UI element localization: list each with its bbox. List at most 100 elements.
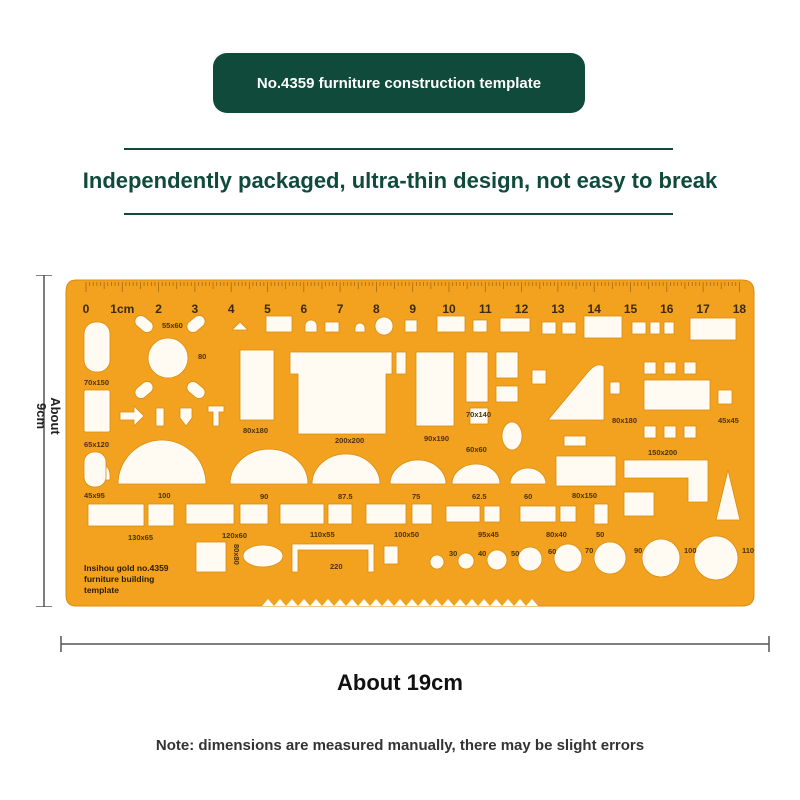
brand-line: template [84,585,119,595]
shape-label: 70x140 [466,410,491,419]
cutout-rect [195,541,227,573]
shape-label: 95x45 [478,530,499,539]
cutout-circle [429,554,445,570]
cutout-rect [179,407,193,427]
ruler-number: 15 [624,302,638,316]
ruler-number: 1cm [110,302,134,316]
cutout-rect [465,351,489,403]
cutout-rect [559,505,577,523]
cutout-rect [609,381,621,395]
width-label: About 19cm [337,670,463,695]
shape-label: 60 [548,547,556,556]
ruler-number: 2 [155,302,162,316]
cutout-rect [483,505,501,523]
cutout-rect [683,425,697,439]
cutout-circle [486,549,508,571]
headline: Independently packaged, ultra-thin desig… [82,168,718,193]
height-dimension-line [36,275,52,607]
cutout-rect [265,315,293,333]
shape-label: 60 [524,492,532,501]
cutout-semicircle [509,467,547,485]
ruler-number: 8 [373,302,380,316]
shape-label: 90 [260,492,268,501]
ruler-number: 4 [228,302,235,316]
cutout-rect [583,315,623,339]
ruler-number: 9 [409,302,416,316]
cutout-rect [155,407,165,427]
title-banner: No.4359 furniture construction template [213,53,585,113]
shape-label: 30 [449,549,457,558]
cutout-rect [324,321,340,333]
ruler-number: 13 [551,302,565,316]
shape-label: 45x45 [718,416,739,425]
cutout-circle [693,535,739,581]
cutout-rect [469,407,489,425]
cutout-rect [239,503,269,525]
cutout-rect [717,389,733,405]
cutout-rect [663,321,675,335]
shape-label: 90 [634,546,642,555]
cutout-bed [239,349,275,421]
cutout-rect [185,503,235,525]
cutout-rect [279,503,325,525]
cutout-rect [663,361,677,375]
shape-label: 130x65 [128,533,153,542]
cutout-circle [457,552,475,570]
cutout-bracket [291,543,375,573]
shape-label: 87.5 [338,492,353,501]
cutout-semicircle [117,439,207,485]
cutout-arrowhead [715,469,741,521]
cutout-rect [472,319,488,333]
cutout-circle [374,316,394,336]
cutout-corner [623,459,709,503]
cutout-rect [436,315,466,333]
shape-label: 120x60 [222,531,247,540]
shape-label: 100 [158,491,171,500]
cutout-rect [683,361,697,375]
ruler-number: 14 [588,302,602,316]
shape-label: 80x80 [232,544,241,565]
disclaimer-note: Note: dimensions are measured manually, … [155,737,645,754]
cutout-circle [641,538,681,578]
cutout-rect [404,319,418,333]
cutout-circle [147,337,189,379]
cutout-arrow [119,405,145,427]
cutout-rect [563,435,587,447]
cutout-rect [395,351,407,375]
cutout-rect [561,321,577,335]
cutout-rect [499,317,531,333]
ruler-number: 7 [337,302,344,316]
shape-label: 110x55 [310,530,335,539]
shape-label: 80x180 [612,416,637,425]
ruler-number: 17 [696,302,710,316]
width-dimension-line [60,636,770,652]
cutout-rect [87,503,145,527]
cutout-rect [147,503,175,527]
ruler-number: 18 [733,302,747,316]
shape-label: 80x150 [572,491,597,500]
cutout-rect [663,425,677,439]
cutout-rect [689,317,737,341]
serrated-edge [262,599,538,606]
cutout-rect [531,369,547,385]
cutout-rect [134,381,154,399]
shape-label: 60x60 [466,445,487,454]
cutout-rect [327,503,353,525]
shape-label: 45x95 [84,491,105,500]
ruler-number: 16 [660,302,674,316]
ruler-number: 10 [442,302,456,316]
shape-label: 220 [330,562,343,571]
cutout-ellipse [501,421,523,451]
shape-label: 50 [596,530,604,539]
cutout-rect [186,315,206,333]
cutout-circle [593,541,627,575]
shape-label: 40 [478,549,486,558]
shape-label: 80x40 [546,530,567,539]
cutout-rect [304,319,318,333]
brand-line: furniture building [84,574,154,584]
cutout-bed [289,351,393,435]
banner-title: No.4359 furniture construction template [256,74,542,92]
cutout-rect [555,455,617,487]
cutout-rect [649,321,661,335]
